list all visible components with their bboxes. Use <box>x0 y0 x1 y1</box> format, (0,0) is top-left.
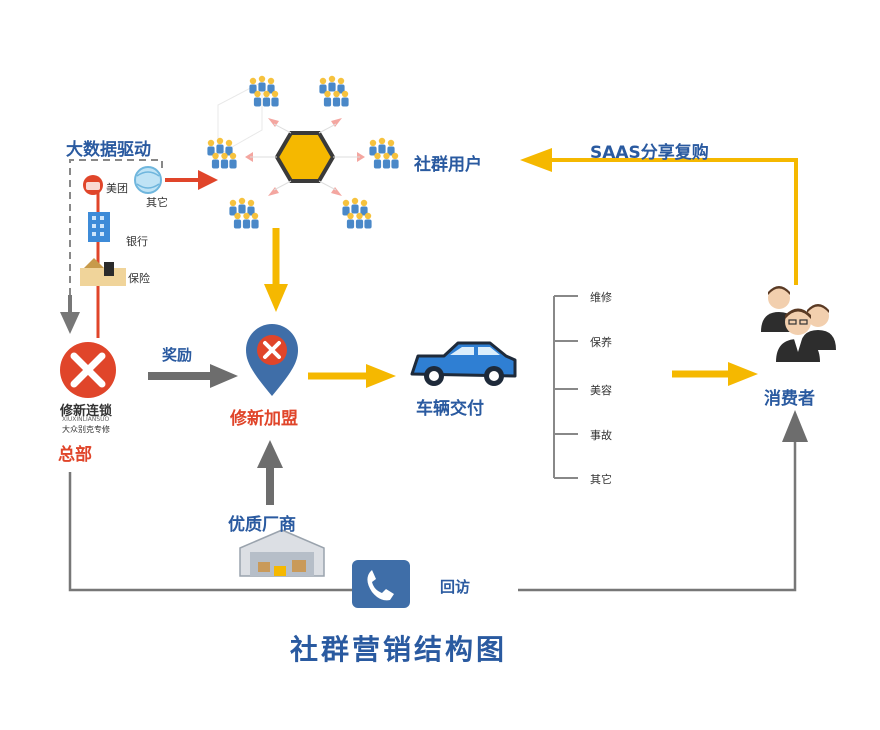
people-group-icon <box>249 76 278 107</box>
logo-text: 修新连锁 <box>60 404 113 419</box>
other-source-label: 其它 <box>146 196 168 209</box>
red-arrow-to-community <box>198 170 218 190</box>
saas-loop-line <box>548 158 798 285</box>
supplier-label: 优质厂商 <box>228 515 296 535</box>
yellow-arrow-to-car <box>366 364 396 388</box>
phone-icon <box>352 560 410 608</box>
delivery-label: 车辆交付 <box>416 399 484 419</box>
down-arrow-hq <box>60 312 80 334</box>
service-item: 维修 <box>590 291 612 304</box>
logo-pinyin: XIUXINLIANSUO <box>62 416 110 423</box>
bottom-return-line-right <box>518 440 797 592</box>
logo-subtitle: 大众别克专修 <box>62 425 110 434</box>
service-item: 美容 <box>590 384 612 397</box>
bank-building-icon <box>88 212 110 242</box>
car-icon <box>410 341 517 386</box>
franchise-label: 修新加盟 <box>230 409 298 429</box>
businessman-group-icon <box>761 286 836 362</box>
people-group-icon <box>369 138 398 169</box>
service-item: 保养 <box>590 336 612 349</box>
services-bracket <box>553 295 578 479</box>
big-data-label: 大数据驱动 <box>66 140 151 160</box>
meituan-icon <box>83 175 103 195</box>
saas-label: SAAS分享复购 <box>590 143 709 163</box>
yellow-arrow-to-community <box>520 148 552 172</box>
location-pin-icon <box>246 324 298 396</box>
people-group-icon <box>342 198 371 229</box>
reward-label: 奖励 <box>162 346 193 364</box>
yellow-arrow-down <box>264 284 288 312</box>
bottom-return-line <box>68 472 352 592</box>
revisit-label: 回访 <box>440 578 471 596</box>
hq-logo-icon <box>60 342 116 398</box>
people-group-icon <box>229 198 258 229</box>
hexagon-icon <box>274 131 336 183</box>
community-users-label: 社群用户 <box>414 155 482 175</box>
gray-arrow-up-supplier <box>257 440 283 468</box>
community-hub <box>207 76 398 229</box>
insurance-label: 保险 <box>128 272 150 285</box>
hq-label: 总部 <box>58 445 92 465</box>
gray-arrow-reward <box>210 364 238 388</box>
warehouse-icon <box>239 529 325 577</box>
yellow-arrow-to-consumer <box>728 362 758 386</box>
gray-arrow-up-consumer <box>782 410 808 442</box>
page-title: 社群营销结构图 <box>290 633 508 666</box>
service-item: 其它 <box>590 473 612 486</box>
bank-label: 银行 <box>126 235 148 248</box>
consumer-label: 消费者 <box>764 389 815 409</box>
dashed-feedback-line <box>69 159 163 295</box>
meituan-label: 美团 <box>106 182 128 195</box>
service-item: 事故 <box>590 429 612 442</box>
other-globe-icon <box>134 166 162 194</box>
people-group-icon <box>319 76 348 107</box>
people-group-icon <box>207 138 236 169</box>
insurance-icon <box>80 258 126 286</box>
